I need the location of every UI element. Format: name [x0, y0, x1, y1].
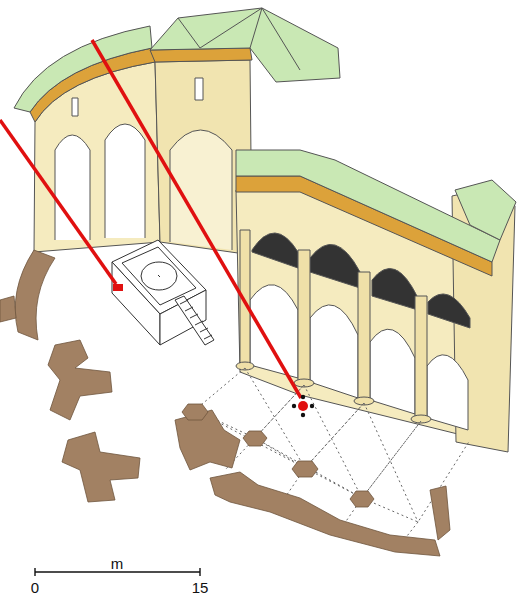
- stairs: [175, 296, 214, 345]
- scale-number: 0: [31, 580, 39, 595]
- apse-roof: [14, 26, 152, 112]
- arcade-arch: [370, 329, 415, 414]
- apse-arch: [105, 124, 145, 238]
- gallery-opening: [252, 233, 298, 268]
- gallery-opening: [428, 294, 470, 328]
- scale-unit: m: [111, 556, 124, 571]
- arcade-arch: [250, 285, 298, 378]
- column: [415, 296, 427, 418]
- floor-plan: [0, 250, 450, 556]
- roof-ridge: [178, 8, 300, 70]
- column: [358, 272, 370, 400]
- window: [195, 78, 203, 100]
- arcade-arch: [310, 305, 358, 398]
- gallery-opening: [310, 244, 360, 288]
- gallery-opening: [372, 268, 418, 310]
- end-roof: [455, 180, 516, 240]
- altar-platform: [112, 240, 214, 345]
- scale-number: 15: [192, 580, 209, 595]
- column: [298, 250, 310, 382]
- nave-roof: [236, 150, 500, 262]
- arcade-arch: [427, 355, 468, 430]
- window: [72, 98, 78, 116]
- sight-lines: [0, 40, 314, 417]
- crossing-roof: [150, 8, 340, 82]
